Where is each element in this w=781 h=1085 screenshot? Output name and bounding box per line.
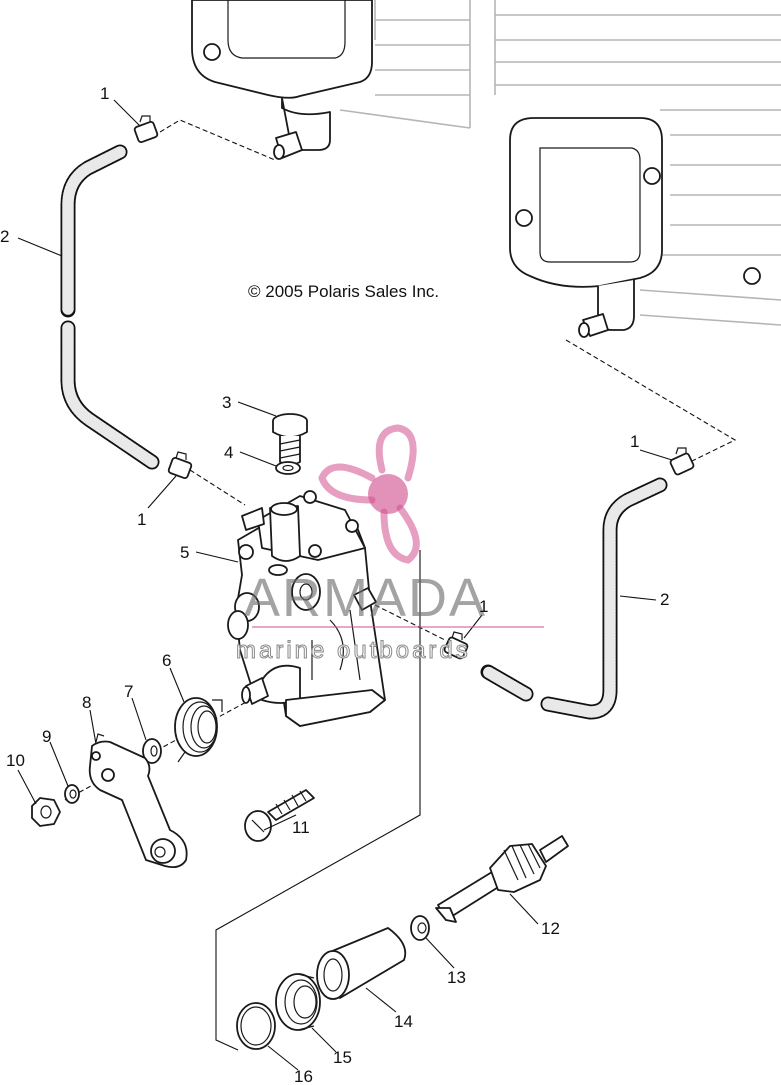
route-line-left-fitting bbox=[189, 469, 246, 506]
leader-lines bbox=[17, 99, 673, 1071]
callout-14-bushing: 14 bbox=[394, 1012, 413, 1031]
hose-clamp-right-top bbox=[669, 447, 695, 476]
callout-6-spring: 6 bbox=[162, 651, 171, 670]
drive-shaft bbox=[435, 835, 569, 923]
callout-16-o-ring: 16 bbox=[294, 1067, 313, 1085]
hose-left bbox=[60, 144, 160, 470]
oil-pump-body bbox=[227, 490, 386, 727]
hose-clamp-left bbox=[167, 451, 193, 479]
callout-2-hose-right: 2 bbox=[660, 590, 669, 609]
armada-watermark: ARMADA marine outboards bbox=[236, 424, 544, 665]
o-ring bbox=[236, 1002, 276, 1050]
callout-4-washer: 4 bbox=[224, 443, 233, 462]
thrust-washer bbox=[410, 915, 430, 941]
banjo-bolt bbox=[272, 413, 308, 466]
mounting-screw bbox=[244, 789, 315, 842]
route-line-drive bbox=[215, 550, 421, 1051]
callout-5-pump-body: 5 bbox=[180, 543, 189, 562]
callout-1-clamp-right-lower: 1 bbox=[479, 597, 488, 616]
callout-12-drive-shaft: 12 bbox=[541, 919, 560, 938]
engine-cylinder-left bbox=[191, 0, 471, 160]
flat-washer bbox=[142, 738, 162, 764]
callout-10-nut: 10 bbox=[6, 751, 25, 770]
return-spring bbox=[174, 697, 223, 763]
callout-1-clamp-right-top: 1 bbox=[630, 432, 639, 451]
hose-clamp-top-left bbox=[133, 115, 159, 143]
engine-cylinder-right bbox=[494, 0, 781, 338]
callout-15-seal: 15 bbox=[333, 1048, 352, 1067]
shaft-bushing bbox=[316, 927, 407, 1000]
callout-13-thrust-washer: 13 bbox=[447, 968, 466, 987]
callout-9-lock-washer: 9 bbox=[42, 727, 51, 746]
callout-1-clamp-top-left: 1 bbox=[100, 84, 109, 103]
hose-clamp-right-lower bbox=[443, 631, 469, 660]
route-line-right-fitting bbox=[374, 604, 446, 641]
hose-right bbox=[480, 477, 668, 720]
watermark-tagline: marine outboards bbox=[236, 637, 471, 664]
hex-nut bbox=[31, 797, 61, 827]
propeller-icon bbox=[318, 424, 420, 564]
lock-washer bbox=[64, 784, 80, 804]
sealing-washer bbox=[275, 461, 301, 475]
callout-1-clamp-left: 1 bbox=[137, 510, 146, 529]
callout-numbers: 1 2 3 4 1 1 5 1 2 6 7 8 9 10 11 12 13 14… bbox=[0, 84, 669, 1085]
control-lever bbox=[88, 733, 188, 869]
route-line-top-right bbox=[565, 339, 737, 463]
callout-7-washer: 7 bbox=[124, 682, 133, 701]
callout-3-banjo-bolt: 3 bbox=[222, 393, 231, 412]
watermark-brand: ARMADA bbox=[244, 568, 487, 628]
route-line-top-left bbox=[159, 119, 276, 161]
copyright-notice: © 2005 Polaris Sales Inc. bbox=[248, 282, 439, 301]
callout-11-screw: 11 bbox=[292, 818, 310, 837]
oil-seal bbox=[275, 973, 321, 1031]
callout-2-hose-left: 2 bbox=[0, 227, 9, 246]
callout-8-lever: 8 bbox=[82, 693, 91, 712]
